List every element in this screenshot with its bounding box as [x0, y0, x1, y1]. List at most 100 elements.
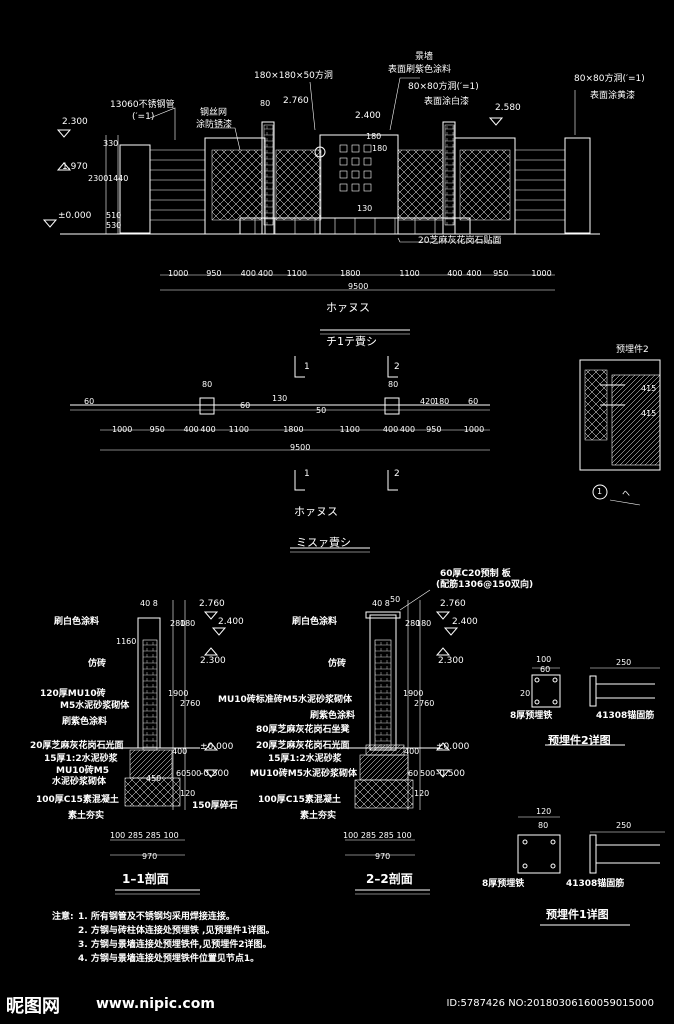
section-1-1 — [100, 600, 227, 895]
embed2-dim-60: 60 — [540, 665, 551, 674]
plan-dim-180: 180 — [434, 397, 450, 406]
elevation-title: ホァヌス — [326, 301, 370, 314]
section2-dim-400: 400 — [404, 747, 420, 756]
dim-330: 330 — [103, 139, 119, 148]
note-item: 4. 方钢与景墙连接处预埋铁件位置见节点1。 — [78, 954, 260, 964]
site-logo: 昵图网 — [6, 996, 60, 1017]
label-white: 表面涂白漆 — [424, 97, 470, 107]
embed1-title: 预埋件1详图 — [546, 908, 609, 921]
embed1-dim-250: 250 — [616, 821, 632, 830]
section2-dim-50: 50 — [390, 595, 401, 604]
dim-1440: 1440 — [108, 174, 129, 183]
embed1-dim-120: 120 — [536, 807, 552, 816]
label-base: 20芝麻灰花岗石贴面 — [418, 236, 502, 246]
note-item: 3. 方钢与景墙连接处预埋铁件,见预埋件2详图。 — [78, 940, 272, 950]
label-mesh-paint: 涂防锈漆 — [196, 120, 233, 130]
section1-total: 970 — [142, 852, 158, 861]
node-detail — [579, 359, 661, 506]
section2-dim-1900: 1900 — [403, 689, 424, 698]
plan-dim-80a: 80 — [202, 380, 213, 389]
section1-dim-1160: 1160 — [116, 637, 137, 646]
section2-dims-top: 40 8 — [372, 599, 390, 608]
label-yellow: 表面涂黄漆 — [590, 91, 636, 101]
level-1970: 1.970 — [62, 162, 88, 172]
embed2-dim-100: 100 — [536, 655, 552, 664]
note-item: 2. 方钢与砖柱体连接处预埋铁 ,见预埋件1详图。 — [78, 926, 275, 936]
section2-dims-bottom: 100 285 285 100 — [343, 831, 412, 840]
left-fence-post — [119, 144, 151, 234]
image-id: ID:5787426 NO:20180306160059015000 — [446, 998, 654, 1009]
label-wall-paint: 表面刷紫色涂料 — [388, 65, 452, 75]
right-fence-post — [564, 137, 591, 234]
plan-cut-2-bottom: 2 — [394, 469, 400, 479]
section2-slab: 60厚C20预制 板 — [440, 569, 511, 579]
right-mesh-panel — [459, 149, 511, 221]
cad-drawing — [42, 77, 665, 926]
embed-1-detail — [517, 816, 665, 926]
section1-dim-450: 450 — [146, 774, 162, 783]
node-label: 预埋件2 — [616, 345, 649, 355]
section1-dim-120: 120 — [180, 789, 196, 798]
plan-dim-60a: 60 — [84, 397, 95, 406]
label-hole-2: 80×80方洞(′=1) — [408, 82, 479, 92]
watermark-footer: 昵图网 www.nipic.com ID:5787426 NO:20180306… — [0, 988, 674, 1024]
level-0000: ±0.000 — [58, 211, 92, 221]
dim-80: 80 — [260, 99, 271, 108]
section2-slab2: (配筋1306@150双向) — [436, 580, 534, 590]
central-wall-holes — [339, 144, 372, 192]
section2-lvl-m0500: -0.500 — [436, 769, 466, 779]
plan-cut-1-bottom: 1 — [304, 469, 310, 479]
embed2-plate: 8厚预埋铁 — [510, 711, 553, 721]
embed2-dim-250: 250 — [616, 658, 632, 667]
level-2300: 2.300 — [62, 117, 88, 127]
section1-dim-60: 60 — [176, 769, 187, 778]
section1-lvl-0000: ±0.000 — [200, 742, 234, 752]
section-2-2 — [330, 589, 459, 895]
plan-cut-2-top: 2 — [394, 362, 400, 372]
label-steel-pipe-scale: (′=1) — [132, 112, 155, 122]
section1-dim-2760: 2760 — [180, 699, 201, 708]
embed2-bar: 41308锚固筋 — [596, 711, 655, 721]
label-steel-pipe: 13060不锈钢管 — [110, 100, 175, 110]
embed1-plate: 8厚预埋铁 — [482, 879, 525, 889]
node-circle: 1 — [597, 487, 603, 496]
section1-dim-280: 280 — [170, 619, 186, 628]
level-2580: 2.580 — [495, 103, 521, 113]
section1-dim-1900: 1900 — [168, 689, 189, 698]
level-2400: 2.400 — [355, 111, 381, 121]
plan — [70, 356, 490, 553]
embed1-dim-80: 80 — [538, 821, 549, 830]
section1-dim-180: 180 — [180, 619, 196, 628]
section1-lvl-2300: 2.300 — [200, 656, 226, 666]
section2-lvl-0000: ±0.000 — [436, 742, 470, 752]
plan-dim-130: 130 — [272, 394, 288, 403]
label-hole-3: 80×80方洞(′=1) — [574, 74, 645, 84]
plan-dim-60b: 60 — [468, 397, 479, 406]
dim-180b: 180 — [372, 144, 388, 153]
embed2-dim-20: 20 — [520, 689, 531, 698]
section1-dims-bottom: 100 285 285 100 — [110, 831, 179, 840]
section1-title: 1–1剖面 — [122, 872, 169, 886]
site-url: www.nipic.com — [96, 996, 215, 1012]
section2-total: 970 — [375, 852, 391, 861]
label-mesh: 钢丝网 — [200, 108, 228, 118]
label-hole-1: 180×180×50方洞 — [254, 71, 333, 81]
section1-stone: 150厚碎石 — [192, 801, 238, 811]
section1-lvl-2400: 2.400 — [218, 617, 244, 627]
level-2760: 2.760 — [283, 96, 309, 106]
plan-title: ホァヌス — [294, 505, 338, 518]
section2-lvl-2760: 2.760 — [440, 599, 466, 609]
section1-dim-400: 400 — [172, 747, 188, 756]
plan-dim-80b: 80 — [388, 380, 399, 389]
plan-total: 9500 — [290, 443, 311, 452]
section1-dims-top: 40 8 — [140, 599, 158, 608]
embed-2-detail — [531, 667, 660, 746]
elevation-total: 9500 — [348, 282, 369, 291]
dim-2300: 2300 — [88, 174, 109, 183]
plan-dim-420: 420 — [420, 397, 436, 406]
dim-130: 130 — [357, 204, 373, 213]
section2-title: 2–2剖面 — [366, 872, 413, 886]
plan-cut-1-top: 1 — [304, 362, 310, 372]
